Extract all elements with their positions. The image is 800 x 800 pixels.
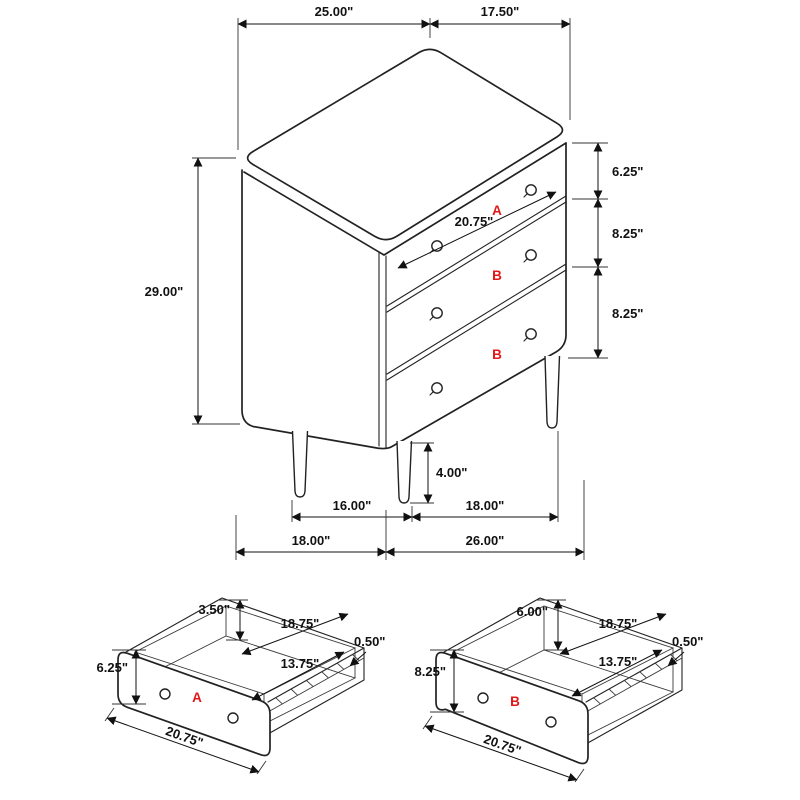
dimension-drawer-a-box-height: 3.50": [199, 599, 248, 641]
drawer-divider-2: [386, 263, 567, 381]
dimension-label-leg-height: 4.00": [436, 465, 467, 480]
dimension-drawer-a-front-height: 6.25": [97, 649, 146, 705]
dimension-label-height: 29.00": [145, 284, 184, 299]
dimension-line: [241, 612, 349, 656]
dimension-label-side-thickness: 0.50": [672, 634, 703, 649]
dimension-label-overall-width: 26.00": [466, 533, 505, 548]
extension-line: [235, 480, 585, 560]
dimension-drawer-a-side-thickness: 0.50": [349, 634, 385, 667]
dimension-label-leg-spacing-front: 18.00": [466, 498, 505, 513]
chest-top-face: [246, 48, 564, 241]
dimension-leg-height: 4.00": [410, 442, 467, 504]
dimension-leg-spacing: 16.00" 18.00": [291, 431, 559, 522]
drawer-box-side-face: [267, 647, 365, 735]
drawer-knob: [159, 688, 171, 700]
drawer-knob: [545, 716, 557, 728]
dimension-label-side-thickness: 0.50": [354, 634, 385, 649]
dimension-label-overall-depth: 18.00": [292, 533, 331, 548]
dimension-label-inner-width: 18.75": [599, 616, 638, 631]
drawer-a-label: A: [192, 690, 202, 705]
dimension-drawer-b-side-thickness: 0.50": [667, 634, 703, 667]
chest-leg-right: [544, 355, 561, 429]
dimension-label-drawer-front-width: 20.75": [455, 214, 494, 229]
dimension-drawer-heights: 6.25" 8.25" 8.25": [568, 142, 643, 359]
extension-line: [568, 142, 608, 359]
drawer-knob: [477, 692, 489, 704]
dimension-line: [424, 724, 578, 782]
chest-corner-post: [378, 251, 387, 449]
dimension-label-leg-spacing-side: 16.00": [333, 498, 372, 513]
dimension-label-inner-depth: 13.75": [599, 654, 638, 669]
dimension-line: [397, 191, 557, 269]
dimension-label-front-height: 8.25": [415, 664, 446, 679]
chest-top-slab-edge: [243, 142, 567, 256]
drawer-label-a: A: [492, 203, 502, 218]
extension-line: [192, 157, 240, 425]
dimension-drawer-b-inner-width: 18.75": [559, 612, 667, 656]
dimension-label-top-width: 25.00": [315, 4, 354, 19]
leader-line: [667, 651, 685, 667]
dimension-label-drawer3-height: 8.25": [612, 306, 643, 321]
dimension-drawer-b-inner-depth: 13.75": [571, 649, 663, 697]
drawer-knob: [431, 307, 443, 319]
dimension-line: [571, 649, 663, 697]
dimension-label-box-height: 6.00": [517, 604, 548, 619]
dimension-line: [559, 612, 667, 656]
drawer-b-label: B: [510, 694, 520, 709]
leader-line: [349, 651, 367, 667]
dimension-label-box-height: 3.50": [199, 602, 230, 617]
dimension-base-footprint: 18.00" 26.00": [235, 480, 585, 560]
dimension-label-drawer1-height: 6.25": [612, 164, 643, 179]
drawer-knob: [227, 712, 239, 724]
extension-line: [410, 442, 434, 504]
chest-main-view: A B B 25.00" 17.50" 29.00" 6.25" 8.25" 8…: [145, 4, 643, 560]
dimension-drawer-front-width: 20.75": [397, 191, 557, 269]
drawer-label-b1: B: [492, 268, 502, 283]
dimension-height: 29.00": [145, 157, 240, 425]
chest-body-outline: [241, 142, 567, 450]
drawer-a-detail: A 3.50" 18.75" 0.50" 6.25" 13.75" 20.75": [97, 597, 385, 775]
dimension-line: [251, 651, 345, 701]
dimension-drawer-a-inner-depth: 13.75": [251, 651, 345, 701]
dimension-top-width: 25.00" 17.50": [237, 4, 571, 150]
drawer-label-b2: B: [492, 347, 502, 362]
dimension-label-front-height: 6.25": [97, 660, 128, 675]
dimension-label-inner-width: 18.75": [281, 616, 320, 631]
dimension-label-inner-depth: 13.75": [281, 656, 320, 671]
drawer-knob: [525, 328, 537, 340]
chest-leg-front: [396, 440, 413, 504]
drawer-box-side-face: [585, 647, 683, 745]
dimension-drawer-b-box-height: 6.00": [517, 599, 566, 651]
dimension-label-drawer2-height: 8.25": [612, 226, 643, 241]
dimension-drawer-b-front-height: 8.25": [415, 649, 464, 713]
dimension-line: [106, 716, 260, 774]
dimension-label-top-depth: 17.50": [481, 4, 520, 19]
dimension-drawer-a-inner-width: 18.75": [241, 612, 349, 656]
drawer-knob: [431, 382, 443, 394]
drawer-b-detail: B 6.00" 18.75" 0.50" 8.25" 13.75" 20.75": [415, 597, 703, 783]
chest-leg-left: [291, 430, 309, 498]
